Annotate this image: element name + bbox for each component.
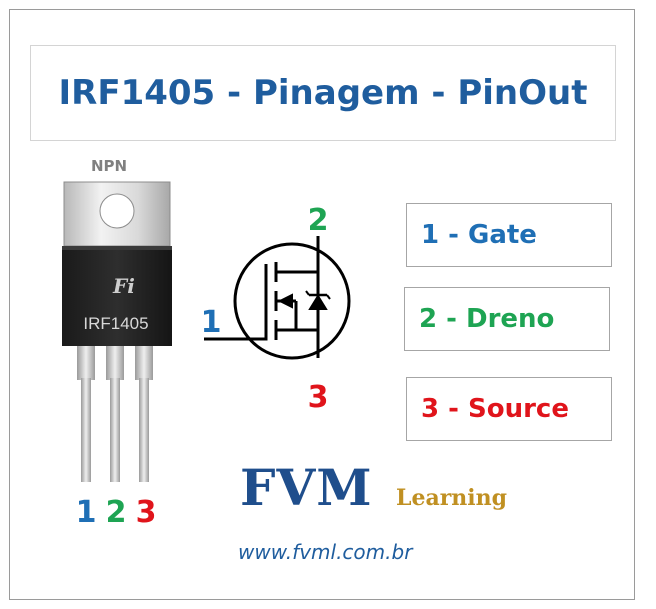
package-type-label: NPN — [91, 157, 128, 175]
package-leads — [81, 378, 149, 482]
svg-text:Fi: Fi — [112, 274, 135, 298]
mounting-hole — [99, 193, 135, 229]
mosfet-symbol — [204, 236, 351, 360]
body-diode-icon — [308, 294, 328, 310]
package-pin-1-number: 1 — [76, 495, 97, 530]
symbol-pin-drain-number: 2 — [308, 203, 329, 238]
package-pin-3-number: 3 — [136, 495, 157, 530]
symbol-pin-gate-number: 1 — [201, 305, 222, 340]
page-title: IRF1405 - Pinagem - PinOut — [58, 73, 588, 113]
metal-tab — [63, 181, 171, 247]
channel-arrow-icon — [277, 293, 293, 309]
brand-subtitle: Learning — [396, 485, 508, 511]
drain-lead — [276, 236, 320, 274]
lead-shoulders — [77, 346, 153, 380]
package-pin-2-number: 2 — [106, 495, 127, 530]
package-body: Fi IRF1405 — [62, 246, 172, 346]
website-url: www.fvml.com.br — [238, 540, 413, 564]
lead-2 — [110, 378, 120, 482]
pin-label-drain: 2 - Dreno — [404, 287, 610, 351]
pin-label-source: 3 - Source — [406, 377, 612, 441]
mosfet-symbol-details — [277, 290, 331, 310]
lead-1 — [81, 378, 91, 482]
brand-logo: FVM — [240, 458, 373, 517]
outer-frame — [9, 9, 635, 600]
part-marking: IRF1405 — [83, 314, 148, 333]
manufacturer-logo-icon: Fi — [112, 274, 135, 298]
title-box: IRF1405 - Pinagem - PinOut — [30, 45, 616, 141]
lead-3 — [139, 378, 149, 482]
pin-label-gate: 1 - Gate — [406, 203, 612, 267]
symbol-circle — [233, 242, 351, 360]
symbol-pin-source-number: 3 — [308, 380, 329, 415]
gate-lead — [204, 264, 268, 341]
